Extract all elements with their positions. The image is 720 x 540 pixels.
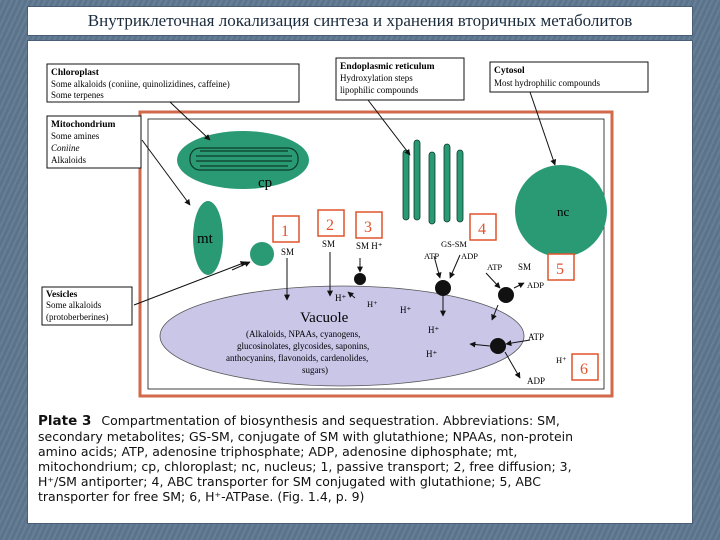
plate-label: Plate 3 (38, 413, 92, 429)
mt-label: mt (197, 231, 214, 247)
hplus-label-2: H⁺ (367, 299, 378, 309)
mitochondrium-box-line: Alkaloids (51, 155, 86, 165)
vacuole-contents-line: glucosinolates, glycosides, saponins, (237, 341, 369, 351)
number-box-6: 6 (571, 353, 599, 381)
mitochondrium-box-line: Coniine (51, 143, 80, 153)
hplus-label-5: H⁺ (426, 349, 437, 359)
vesicles-box (41, 286, 133, 326)
cell-wall-inner (147, 118, 605, 390)
number-box-4: 4 (469, 213, 497, 241)
sm-label-1: SM (281, 247, 294, 257)
hplus-label-1: H⁺ (335, 293, 346, 303)
caption-line: amino acids; ATP, adenosine triphosphate… (38, 444, 518, 459)
er-box (335, 57, 465, 101)
gs-sm-label: GS-SM (441, 239, 467, 249)
svg-text:4: 4 (478, 221, 486, 238)
vesicles-box-title: Vesicles (46, 290, 78, 300)
svg-text:3: 3 (364, 219, 372, 236)
vesicles-box-line: Some alkaloids (46, 300, 102, 310)
vesicles-box-line: (protoberberines) (46, 312, 108, 322)
number-box-5: 5 (547, 253, 575, 281)
cytosol-box (489, 61, 649, 93)
er-box-line: Hydroxylation steps (340, 73, 413, 83)
atp-label-3: ATP (528, 332, 544, 342)
caption-line: mitochondrium; cp, chloroplast; nc, nucl… (38, 459, 572, 474)
hplus-label-3: H⁺ (400, 305, 411, 315)
slide-title: Внутриклеточная локализация синтеза и хр… (27, 6, 693, 36)
adp-label-3: ADP (527, 376, 545, 386)
cytosol-box-line: Most hydrophilic compounds (494, 78, 600, 88)
chloroplast-box-line: Some terpenes (51, 90, 104, 100)
number-box-3: 3 (355, 211, 383, 239)
number-box-1: 1 (272, 215, 300, 243)
transporters (354, 273, 514, 354)
cp-label: cp (258, 175, 272, 191)
chloroplast-organelle (177, 131, 309, 189)
mitochondrium-box-line: Some amines (51, 131, 100, 141)
atp-label-2: ATP (487, 262, 502, 272)
chloroplast-box (46, 63, 300, 103)
vacuole-contents-line: sugars) (302, 365, 328, 375)
hplus-label-6: H⁺ (556, 355, 567, 365)
hplus-label-4: H⁺ (428, 325, 439, 335)
svg-text:1: 1 (281, 223, 289, 240)
vacuole (159, 285, 525, 387)
nc-label: nc (557, 204, 570, 219)
sm-label-5: SM (518, 262, 531, 272)
sm-label-3: SM H⁺ (356, 241, 383, 251)
svg-text:2: 2 (326, 217, 334, 234)
arrows (133, 91, 557, 379)
number-box-2: 2 (317, 209, 345, 237)
adp-label-2: ADP (527, 280, 544, 290)
vacuole-contents-line: anthocyanins, flavonoids, cardenolides, (226, 353, 368, 363)
cytosol-box-title: Cytosol (494, 66, 525, 76)
caption-line: H⁺/SM antiporter; 4, ABC transporter for… (38, 474, 542, 489)
caption-line: secondary metabolites; GS-SM, conjugate … (38, 429, 574, 444)
vacuole-contents-line: (Alkaloids, NPAAs, cyanogens, (246, 329, 360, 339)
cell-wall (138, 110, 614, 398)
mitochondrium-organelle (193, 201, 223, 275)
er-box-title: Endoplasmic reticulum (340, 62, 435, 72)
adp-label-1: ADP (461, 251, 478, 261)
er-box-line: lipophilic compounds (340, 85, 419, 95)
er-strands (402, 139, 464, 225)
sm-label-2: SM (322, 239, 335, 249)
vacuole-label: Vacuole (300, 310, 349, 326)
caption-line: transporter for free SM; 6, H⁺-ATPase. (… (38, 489, 365, 504)
atp-label-1: ATP (424, 251, 439, 261)
chloroplast-box-line: Some alkaloids (coniine, quinolizidines,… (51, 79, 230, 89)
nucleus-organelle (515, 165, 607, 257)
thylakoid-lines (189, 147, 299, 171)
mitochondrium-box-title: Mitochondrium (51, 120, 115, 130)
chloroplast-box-title: Chloroplast (51, 68, 100, 78)
svg-text:6: 6 (580, 361, 588, 378)
svg-text:5: 5 (556, 261, 564, 278)
vesicle-organelle (250, 242, 274, 266)
mitochondrium-box (46, 115, 142, 169)
